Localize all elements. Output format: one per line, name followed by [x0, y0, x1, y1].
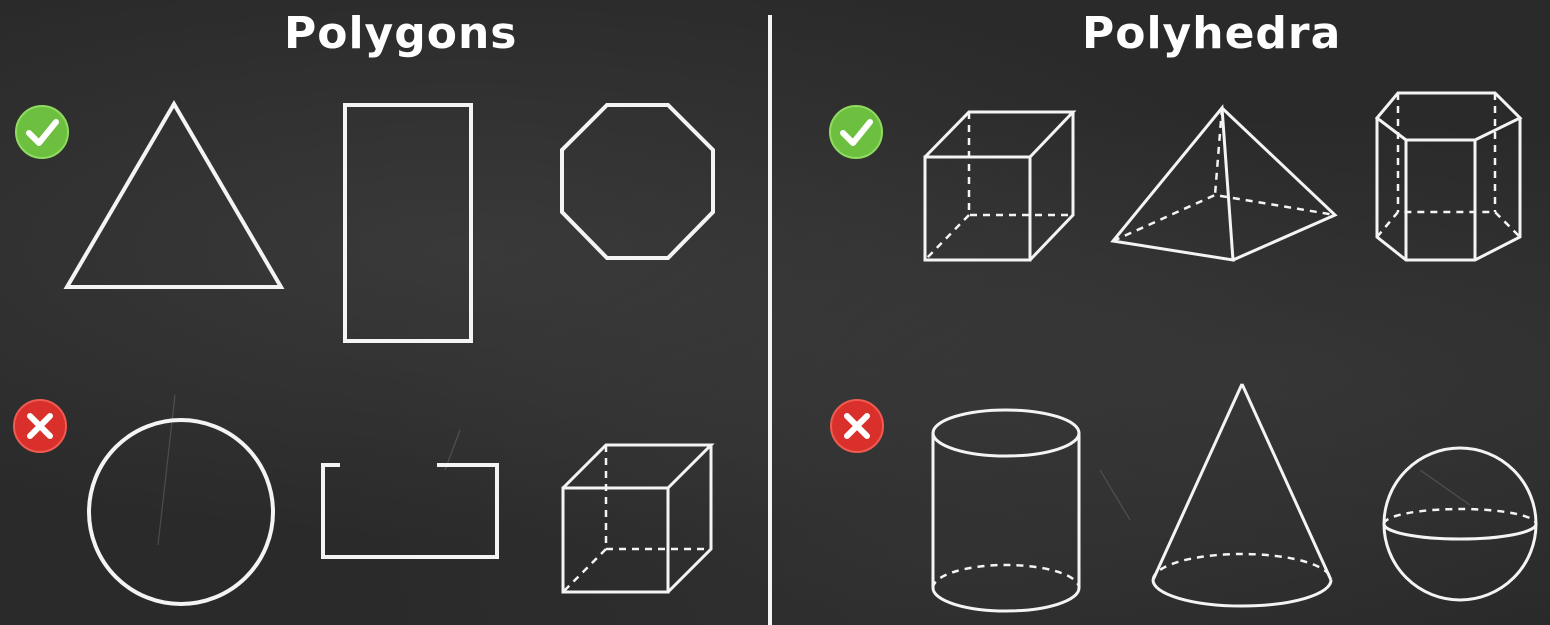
polygons-title: Polygons [284, 8, 518, 59]
triangle-shape [63, 100, 285, 289]
hexagonal-prism-shape [1374, 91, 1523, 262]
check-circle-icon [15, 105, 69, 159]
x-circle-icon [830, 399, 884, 453]
sphere-shape [1382, 446, 1538, 602]
cone-shape [1151, 383, 1333, 608]
pyramid-shape [1110, 104, 1338, 262]
check-circle-icon [829, 105, 883, 159]
rectangle-shape [343, 103, 473, 343]
octagon-shape [560, 103, 715, 260]
cube-shape [561, 443, 715, 594]
open-shape [321, 463, 499, 559]
polyhedra-title: Polyhedra [1082, 8, 1342, 59]
circle-shape [87, 418, 275, 606]
x-circle-icon [13, 399, 67, 453]
chalk-scratches [157, 394, 1471, 546]
cube-shape [923, 110, 1077, 262]
cylinder-shape [931, 408, 1081, 613]
